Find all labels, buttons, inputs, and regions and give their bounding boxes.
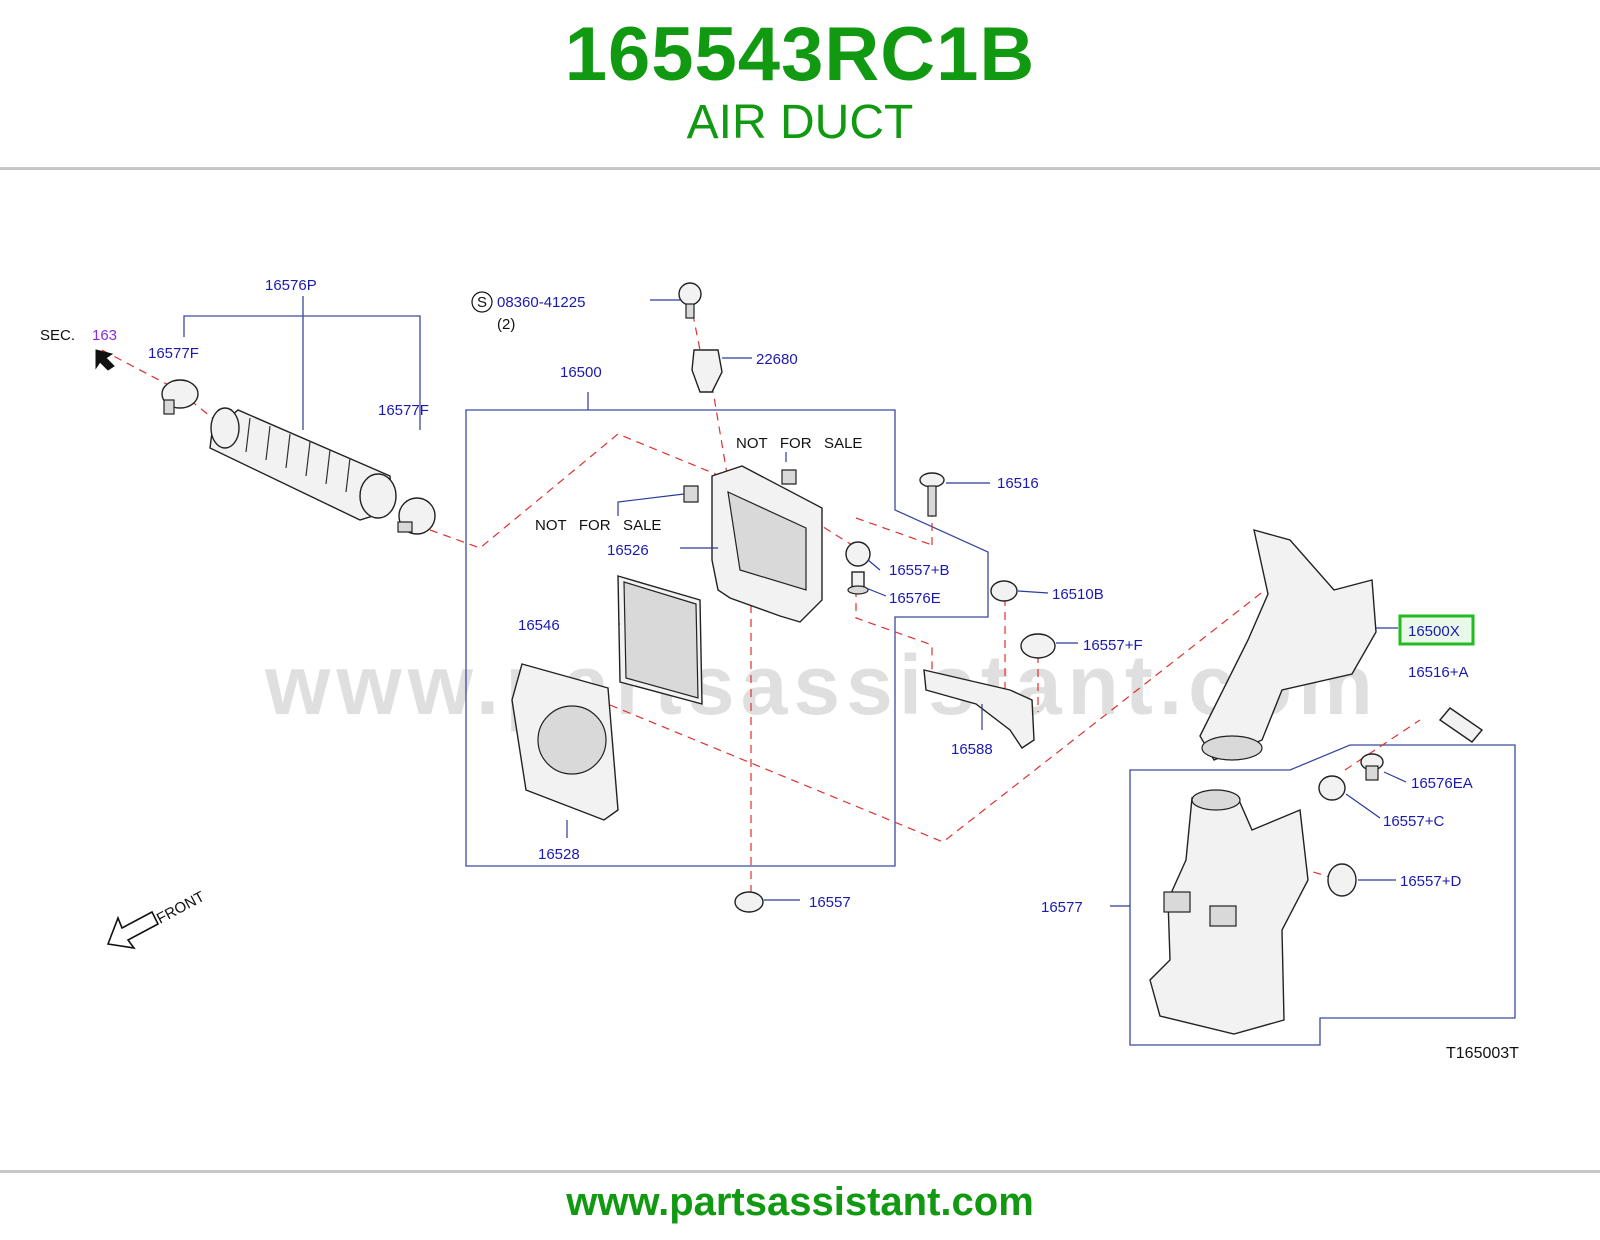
grommet-16557F-illustration [1020,633,1056,659]
label-16557D: 16557+D [1400,873,1461,890]
sec-arrow-icon [95,349,115,371]
front-label: FRONT [154,888,208,927]
footer-divider [0,1170,1600,1173]
not-for-sale-mid-label: NOT FOR SALE [535,517,661,534]
label-16576E: 16576E [889,590,941,607]
part-number-title: 165543RC1B [564,12,1036,97]
screw-08360-illustration [678,282,702,319]
screw-marker-letter: S [477,294,487,311]
grommet-16557-illustration [734,891,764,913]
label-16577F-left: 16577F [148,345,199,362]
label-16526: 16526 [607,542,649,559]
highlight-16500X-box [1398,614,1475,646]
label-16576P: 16576P [265,277,317,294]
not-for-sale-top-label: NOT FOR SALE [736,435,862,452]
label-16557C: 16557+C [1383,813,1444,830]
label-22680: 22680 [756,351,798,368]
footer-website-link[interactable]: www.partsassistant.com [566,1180,1034,1224]
clamp-left-illustration [161,379,199,415]
label-16500: 16500 [560,364,602,381]
sec-number-label: 163 [92,327,117,344]
screw-qty-label: (2) [497,316,515,333]
air-cleaner-lower-16528-illustration [511,663,619,821]
watermark-text: www.partsassistant.com [264,638,1379,732]
label-16510B: 16510B [1052,586,1104,603]
air-cleaner-upper-16526-illustration [711,465,823,623]
screw-marker-circle [471,291,493,313]
front-arrow-icon [106,910,160,950]
label-16516: 16516 [997,475,1039,492]
label-16577: 16577 [1041,899,1083,916]
clip-mid-illustration [683,485,699,503]
label-16588: 16588 [951,741,993,758]
collar-16576EA-illustration [1360,753,1384,781]
figure-code-label: T165003T [1446,1045,1519,1062]
clip-top-illustration [781,469,797,485]
label-16500X: 16500X [1408,623,1460,640]
bolt-16516-illustration [919,472,945,517]
leader-lines [566,299,1407,907]
label-16557: 16557 [809,894,851,911]
hose-16576P-illustration [209,407,397,521]
page-header: 165543RC1B AIR DUCT [0,0,1600,168]
grommet-16557D-illustration [1327,863,1357,897]
bolt-16516A-illustration [1438,707,1484,743]
clamp-right-illustration [397,497,436,535]
label-16557B: 16557+B [889,562,949,579]
assembly-line-sensor [689,299,729,481]
sec-prefix-label: SEC. [40,327,75,344]
duct-16500X-illustration [1199,529,1377,761]
label-16576EA: 16576EA [1411,775,1473,792]
label-16528: 16528 [538,846,580,863]
bracket-16588-illustration [923,669,1035,749]
grommet-16557C-illustration [1318,775,1346,801]
group-box-16577 [1129,744,1516,1046]
group-bracket-16576P [183,296,421,430]
label-16516A: 16516+A [1408,664,1468,681]
label-08360-41225: 08360-41225 [497,294,585,311]
label-16577F-right: 16577F [378,402,429,419]
resonator-16577-illustration [1149,789,1309,1035]
label-16546: 16546 [518,617,560,634]
sensor-22680-illustration [691,349,723,393]
filter-16546-illustration [617,575,703,705]
header-divider [0,167,1600,170]
collar-16576E-illustration [847,571,869,595]
group-box-16500 [465,392,989,867]
grommet-16557B-illustration [845,541,871,567]
label-16557F: 16557+F [1083,637,1143,654]
nut-16510B-illustration [990,580,1018,602]
part-name-subtitle: AIR DUCT [686,96,914,149]
